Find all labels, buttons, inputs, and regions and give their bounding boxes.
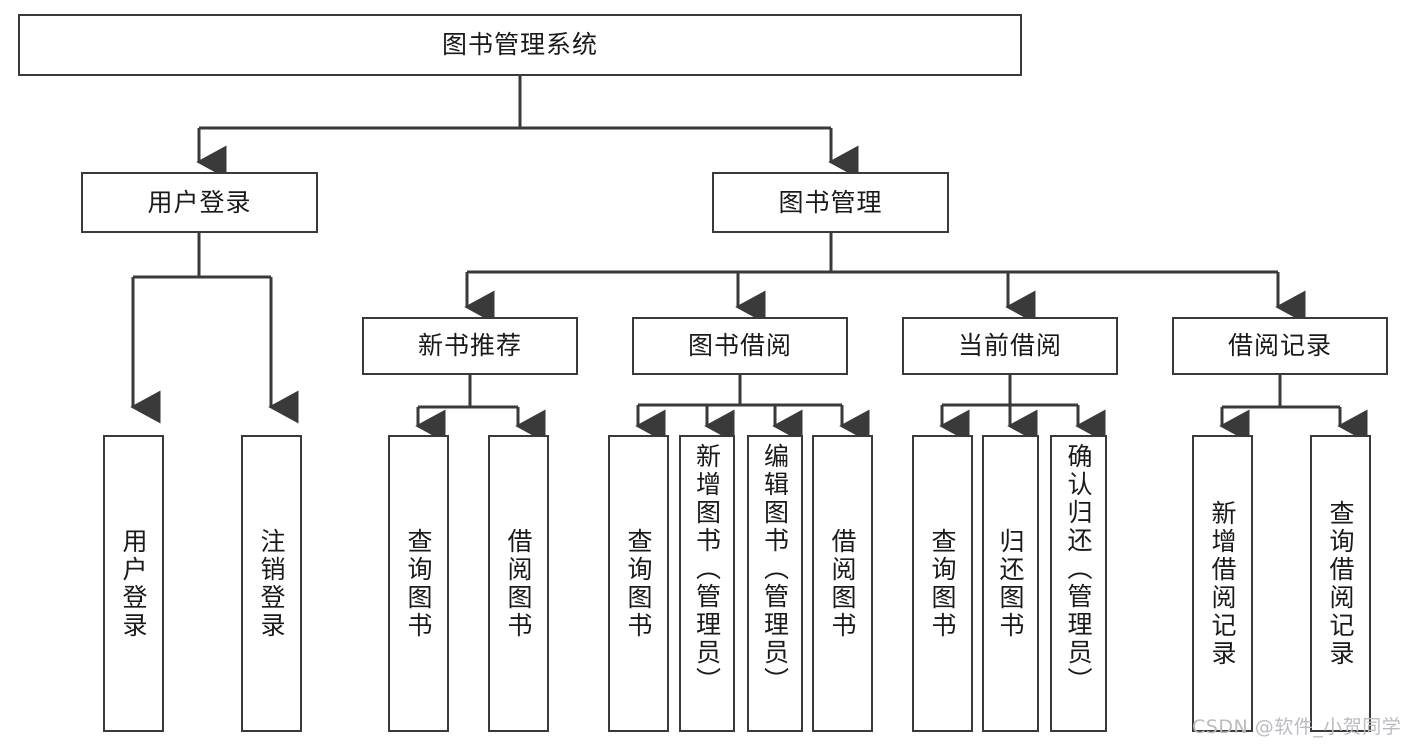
leaf-recommend-borrow-book[interactable]: 借阅图书 [488, 435, 549, 732]
leaf-recommend-query-book[interactable]: 查询图书 [388, 435, 449, 732]
node-label: 用户登录 [147, 187, 252, 217]
node-borrow-record[interactable]: 借阅记录 [1172, 317, 1388, 375]
node-label: 图书管理 [778, 187, 883, 217]
node-label: 查询图书 [404, 527, 433, 640]
leaf-current-confirm-return-admin[interactable]: 确认归还（管理员） [1050, 435, 1107, 732]
node-label: 图书借阅 [687, 331, 792, 361]
node-label: 图书管理系统 [441, 30, 598, 60]
node-label: 查询借阅记录 [1326, 499, 1355, 668]
csdn-watermark: CSDN @软件_小贺同学 [1192, 716, 1402, 738]
node-label: 新书推荐 [417, 331, 522, 361]
leaf-borrow-query-book[interactable]: 查询图书 [608, 435, 669, 732]
node-label: 新增借阅记录 [1208, 499, 1237, 668]
leaf-borrow-borrow-book[interactable]: 借阅图书 [812, 435, 873, 732]
leaf-user-login-login[interactable]: 用户登录 [103, 435, 164, 732]
node-label: 借阅记录 [1227, 331, 1332, 361]
node-label: 查询图书 [624, 527, 653, 640]
node-label: 注销登录 [257, 527, 286, 640]
node-label: 借阅图书 [504, 527, 533, 640]
node-user-login[interactable]: 用户登录 [81, 172, 318, 233]
leaf-user-login-logout[interactable]: 注销登录 [241, 435, 302, 732]
leaf-record-add-record[interactable]: 新增借阅记录 [1192, 435, 1253, 732]
node-label: 编辑图书（管理员） [760, 443, 790, 695]
node-label: 新增图书（管理员） [692, 443, 722, 695]
leaf-borrow-add-book-admin[interactable]: 新增图书（管理员） [679, 435, 735, 732]
node-book-borrow[interactable]: 图书借阅 [632, 317, 848, 375]
node-label: 确认归还（管理员） [1064, 443, 1093, 695]
node-label: 归还图书 [996, 527, 1025, 640]
leaf-current-query-book[interactable]: 查询图书 [912, 435, 973, 732]
leaf-record-query-record[interactable]: 查询借阅记录 [1310, 435, 1371, 732]
node-label: 当前借阅 [957, 331, 1062, 361]
node-label: 借阅图书 [828, 527, 857, 640]
leaf-borrow-edit-book-admin[interactable]: 编辑图书（管理员） [747, 435, 803, 732]
node-label: 用户登录 [119, 527, 148, 640]
node-book-management[interactable]: 图书管理 [712, 172, 949, 233]
node-label: 查询图书 [928, 527, 957, 640]
leaf-current-return-book[interactable]: 归还图书 [982, 435, 1039, 732]
node-new-book-recommend[interactable]: 新书推荐 [362, 317, 578, 375]
node-current-borrow[interactable]: 当前借阅 [902, 317, 1118, 375]
node-root-system[interactable]: 图书管理系统 [18, 14, 1022, 76]
